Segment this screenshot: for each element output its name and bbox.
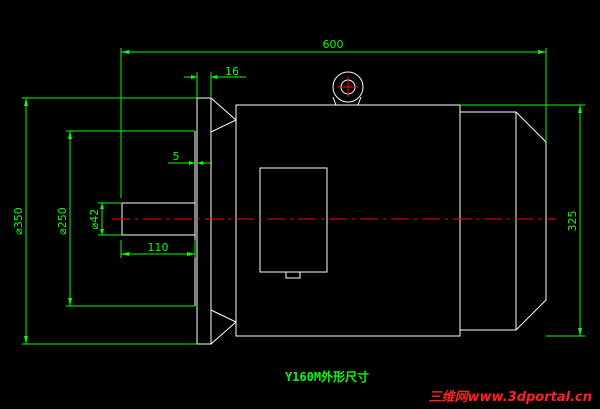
lifting-eye-outer xyxy=(332,71,364,103)
dim-body-height: 325 xyxy=(566,211,579,232)
terminal-gland xyxy=(285,271,301,279)
dim-shaft-diameter: ⌀42 xyxy=(88,209,101,230)
lifting-eye-stem xyxy=(332,96,362,106)
flange-plate xyxy=(196,97,212,345)
watermark: 三维网www.3dportal.cn xyxy=(429,389,592,405)
dim-shaft-shoulder: 5 xyxy=(173,150,180,163)
dimensions xyxy=(22,48,585,345)
drawing-title: Y160M外形尺寸 xyxy=(285,369,369,384)
dim-flange-thickness: 16 xyxy=(225,65,239,78)
dim-overall-length: 600 xyxy=(323,38,344,51)
fan-cover xyxy=(460,111,547,331)
motor-outline xyxy=(121,71,547,345)
dim-flange-diameter: ⌀350 xyxy=(12,207,25,235)
dim-spigot-diameter: ⌀250 xyxy=(56,207,69,235)
lifting-eye-centermark xyxy=(338,77,358,97)
dim-shaft-length: 110 xyxy=(148,241,169,254)
